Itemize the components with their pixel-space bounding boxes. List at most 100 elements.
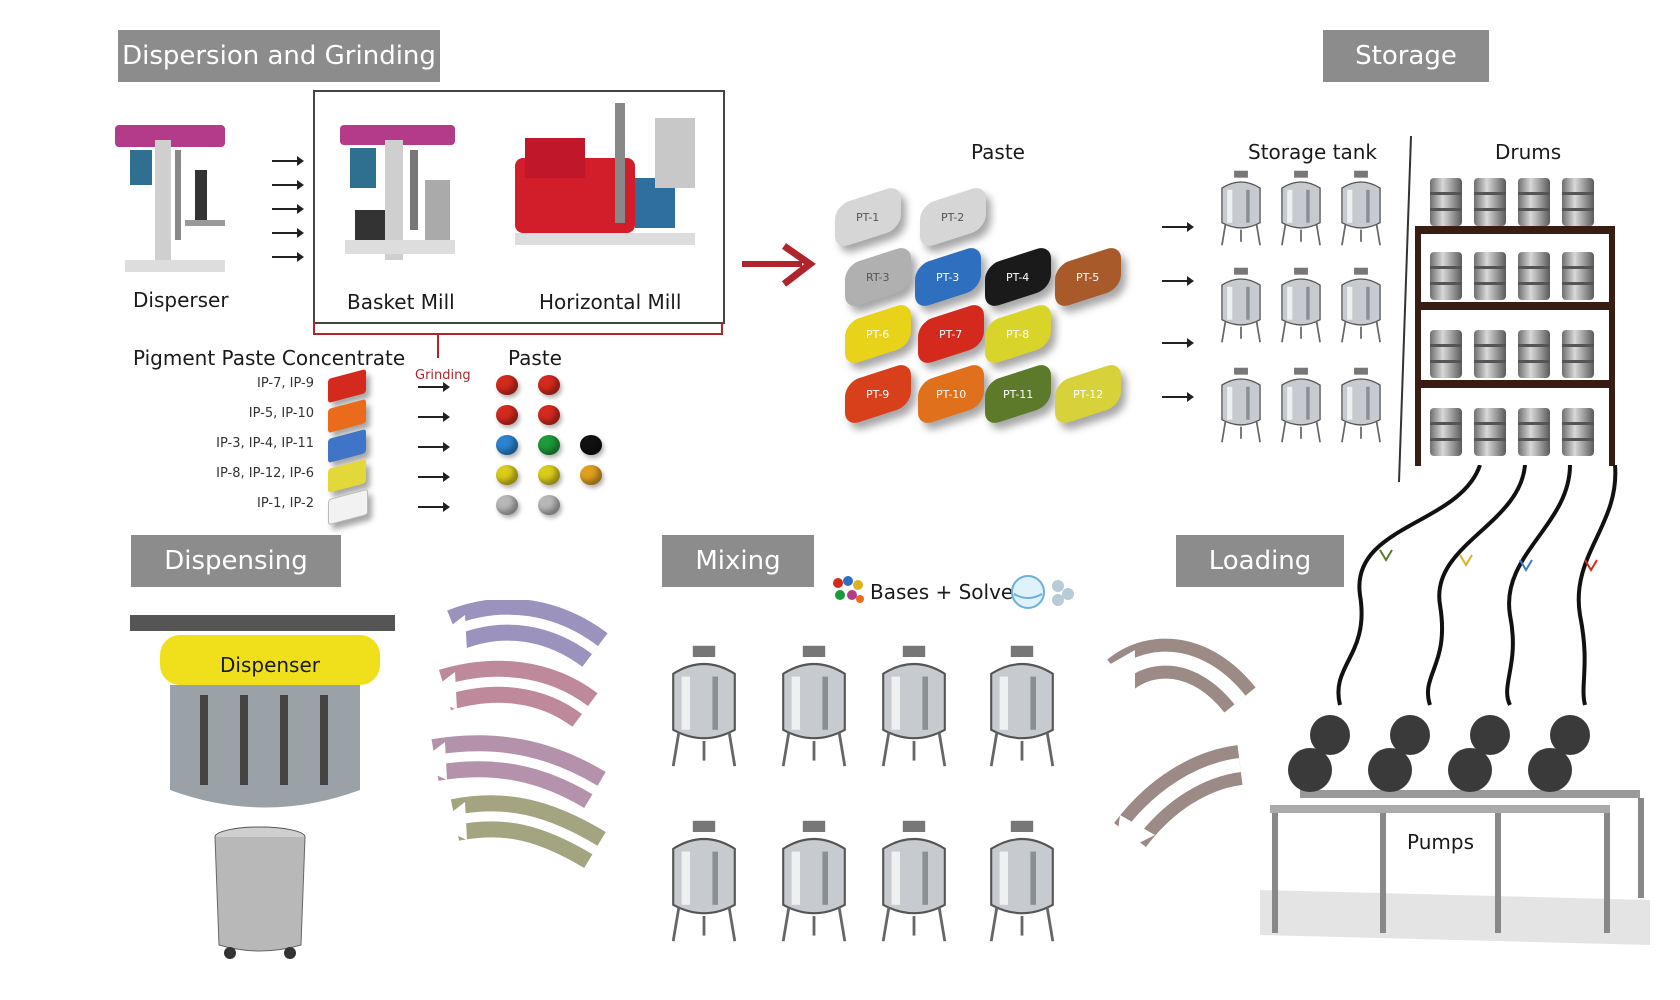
arrow [418,382,450,392]
dispenser-machine [130,615,395,808]
dispenser-label: Dispenser [220,653,320,677]
paste-tile-label: PT-3 [936,270,960,284]
paste-tile: PT-2 [920,184,986,250]
basket-mill-machine [340,125,455,260]
arrow [418,472,450,482]
big-arrow-icon [742,243,816,287]
drum [1430,408,1462,456]
drum [1562,178,1594,226]
paste-ball [538,435,560,455]
paste-tile-label: PT-7 [939,327,963,341]
paste-ball [496,435,518,455]
paste-tile-label: PT-12 [1072,387,1104,401]
pigment-row-label: IP-5, IP-10 [248,406,314,421]
bases-solvent-label: Bases + Solvent [870,580,1034,604]
mixing-tank [881,820,947,942]
header-loading: Loading [1176,535,1344,587]
paste-tile: PT-6 [845,301,911,367]
paste-tile-label: PT-6 [866,327,890,341]
arrow [418,442,450,452]
paste-tile-label: PT-8 [1006,327,1030,341]
storage-tank [1341,367,1381,443]
rack-shelf [1415,302,1615,310]
paste-tile-label: PT-5 [1076,270,1100,284]
paste-ball [496,375,518,395]
solvent-drop-icon [1011,575,1074,609]
arrow [272,156,304,166]
drum [1562,252,1594,300]
paste-ball [496,465,518,485]
paste-tile: PT-12 [1055,361,1121,427]
drum [1430,330,1462,378]
paste-ball [496,405,518,425]
mixing-tank [989,645,1055,767]
paste-tile-label: PT-11 [1002,387,1034,401]
storage-tank [1221,267,1261,343]
arrow [1162,392,1194,402]
arrow [1162,276,1194,286]
paste-ball [538,495,560,515]
storage-tank [1281,367,1321,443]
rack-post [1609,226,1615,466]
rack-post [1415,226,1421,466]
paste-tile-label: PT-10 [935,387,967,401]
paste-ball [496,495,518,515]
mixing-tank [989,820,1055,942]
arrow [272,180,304,190]
pigment-row-label: IP-7, IP-9 [257,376,314,391]
mixing-tank [781,645,847,767]
rack-shelf [1415,226,1615,234]
pigment-row-label: IP-3, IP-4, IP-11 [216,436,314,451]
paste-tile: PT-11 [985,361,1051,427]
pigment-row-label: IP-8, IP-12, IP-6 [216,466,314,481]
pigment-cube [328,428,366,464]
arrow [272,204,304,214]
paste-tile: PT-3 [915,244,981,310]
rack-shelf [1415,380,1615,388]
pumps-stand [1260,715,1650,945]
header-dispersion-grinding: Dispersion and Grinding [118,30,440,82]
arrow [418,412,450,422]
paste-tile-label: PT-9 [866,387,890,401]
pigment-cube [328,368,366,404]
paste-ball [580,465,602,485]
horizontal-mill-machine [515,103,695,245]
arrow [272,228,304,238]
storage-tank [1221,367,1261,443]
drum [1518,330,1550,378]
storage-tank [1221,170,1261,246]
pigment-cube [328,398,366,434]
drum [1518,178,1550,226]
drum [1518,408,1550,456]
paste-tile: PT-4 [985,244,1051,310]
paste-tile: PT-9 [845,361,911,427]
paste-tile-label: RT-3 [866,270,890,284]
paste-tile-label: PT-1 [856,210,880,224]
paste-ball [538,405,560,425]
paste-title: Paste [971,140,1025,164]
drums-label: Drums [1495,140,1562,164]
mixing-tank [671,645,737,767]
header-dispensing: Dispensing [131,535,341,587]
paste-tile: PT-5 [1055,244,1121,310]
dispense-bucket [214,826,306,959]
mixing-tank [781,820,847,942]
pigment-row-label: IP-1, IP-2 [257,496,314,511]
arrow [1162,222,1194,232]
grinding-bracket [313,322,723,358]
dispensing-arrows [415,600,608,869]
arrow [1162,338,1194,348]
drum [1474,330,1506,378]
mixing-tank [671,820,737,942]
storage-tank [1281,267,1321,343]
paste-ball [538,375,560,395]
paste-tile: PT-8 [985,301,1051,367]
header-storage: Storage [1323,30,1489,82]
hoses [1336,465,1618,706]
arrow [272,252,304,262]
basket-mill-label: Basket Mill [347,290,455,314]
mixing-tank [881,645,947,767]
drum [1562,330,1594,378]
drum [1474,252,1506,300]
